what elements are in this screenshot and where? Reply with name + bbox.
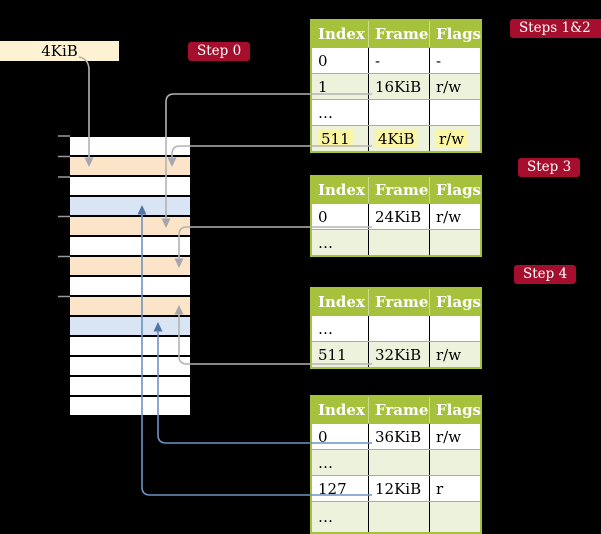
step-0-badge: Step 0 xyxy=(188,42,251,61)
header-cell-flags: Flags xyxy=(436,401,481,419)
memory-stack xyxy=(70,137,190,417)
memory-frame-row xyxy=(70,337,190,355)
memory-frame-row xyxy=(70,237,190,255)
table-row: … xyxy=(312,449,480,475)
steps-1-2-badge: Steps 1&2 xyxy=(510,19,601,38)
header-cell-index: Index xyxy=(312,177,369,203)
header-cell-frame: Frame xyxy=(369,397,430,423)
table-row: 1 16KiB r/w xyxy=(312,73,480,99)
page-table-4: Index Frame Flags 0 36KiB r/w … 127 12Ki… xyxy=(310,395,482,534)
table-row: 0 36KiB r/w xyxy=(312,423,480,449)
page-table-2: Index Frame Flags 0 24KiB r/w … xyxy=(310,175,482,257)
header-cell-flags: Flags xyxy=(436,293,481,311)
header-cell-flags: Flags xyxy=(436,25,481,43)
header-cell-index: Index xyxy=(312,289,369,315)
memory-frame-row xyxy=(70,397,190,415)
table-header: Index Frame Flags xyxy=(312,21,481,47)
memory-frame-row xyxy=(70,177,190,195)
frame-boundary-ticks xyxy=(58,135,70,298)
frame-size-label: 4KiB xyxy=(0,41,119,61)
highlight: 511 xyxy=(318,129,353,148)
page-table-3: Index Frame Flags … 511 32KiB r/w xyxy=(310,287,482,369)
step-4-badge: Step 4 xyxy=(514,265,577,284)
memory-frame-row xyxy=(70,137,190,155)
memory-frame-row xyxy=(70,257,190,275)
step-3-badge: Step 3 xyxy=(518,158,581,177)
table-header: Index Frame Flags xyxy=(312,289,481,315)
table-row: 511 32KiB r/w xyxy=(312,341,480,367)
header-cell-index: Index xyxy=(312,21,369,47)
table-row: 0 - - xyxy=(312,47,480,73)
header-cell-frame: Frame xyxy=(369,289,430,315)
header-cell-frame: Frame xyxy=(369,21,430,47)
memory-frame-row xyxy=(70,197,190,215)
highlight: 4KiB xyxy=(375,129,418,148)
memory-frame-row xyxy=(70,317,190,335)
table-row: … xyxy=(312,99,480,125)
table-row: … xyxy=(312,229,480,255)
memory-frame-row xyxy=(70,357,190,375)
table-header: Index Frame Flags xyxy=(312,177,481,203)
table-row: … xyxy=(312,315,480,341)
memory-frame-row xyxy=(70,157,190,175)
header-cell-flags: Flags xyxy=(436,181,481,199)
table-row: … xyxy=(312,501,480,532)
memory-frame-row xyxy=(70,377,190,395)
table-row: 0 24KiB r/w xyxy=(312,203,480,229)
memory-frame-row xyxy=(70,297,190,315)
table-header: Index Frame Flags xyxy=(312,397,481,423)
highlight: r/w xyxy=(436,129,468,148)
memory-frame-row xyxy=(70,277,190,295)
header-cell-frame: Frame xyxy=(369,177,430,203)
memory-frame-row xyxy=(70,217,190,235)
table-row-highlighted: 511 4KiB r/w xyxy=(312,125,480,151)
header-cell-index: Index xyxy=(312,397,369,423)
table-row: 127 12KiB r xyxy=(312,475,480,501)
page-table-1: Index Frame Flags 0 - - 1 16KiB r/w … 51… xyxy=(310,19,482,153)
